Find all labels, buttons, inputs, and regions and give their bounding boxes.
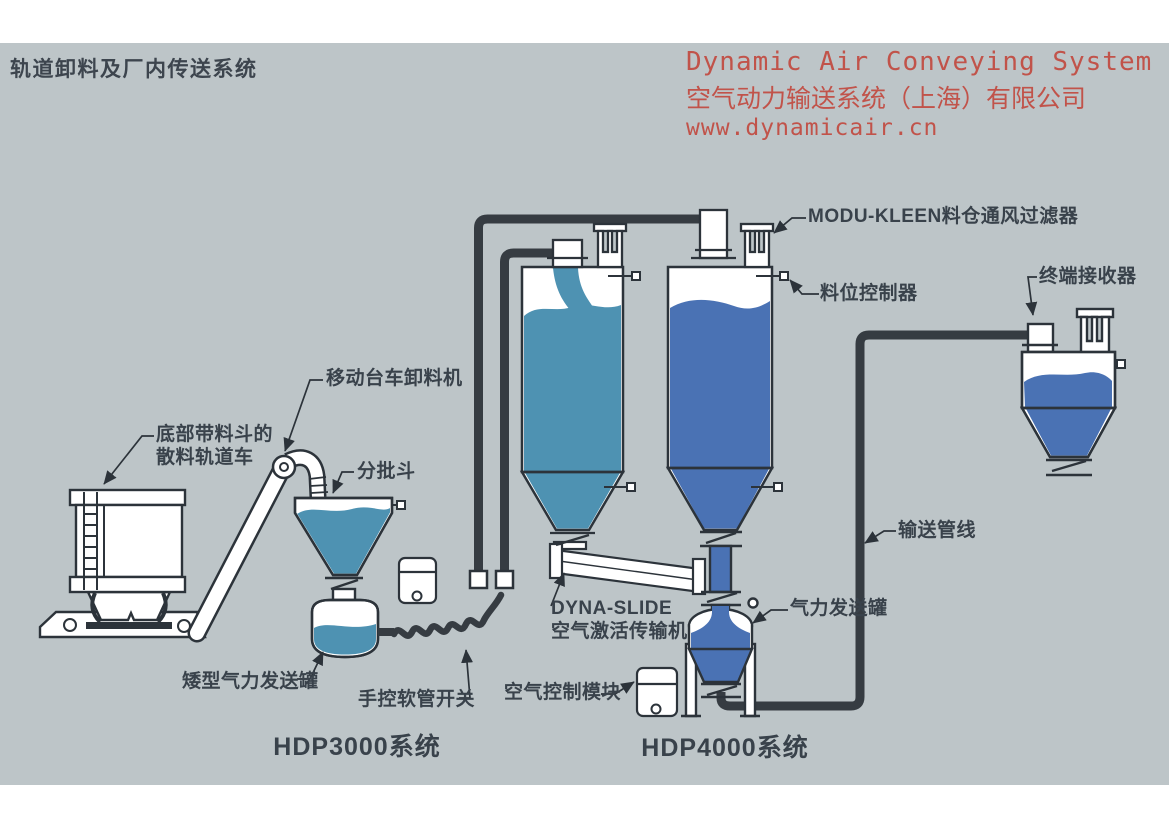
- label-air-control-module: 空气控制模块: [504, 682, 622, 703]
- brand-line-en: Dynamic Air Conveying System: [686, 47, 1153, 77]
- conveying-pipeline: [716, 330, 1027, 711]
- trolley-unloader-arm: [187, 449, 329, 643]
- label-hose-switch: 手控软管开关: [358, 689, 476, 710]
- label-level-controller: 料位控制器: [820, 283, 918, 304]
- label-dyna-slide: DYNA-SLIDE 空气激活传输机: [551, 598, 688, 642]
- label-pneumatic-transporter: 气力发送罐: [790, 598, 888, 619]
- rail-car: [38, 488, 207, 639]
- label-batch-hopper: 分批斗: [357, 461, 416, 482]
- terminal-receiver: [1019, 307, 1118, 477]
- label-hdp3000-system: HDP3000系统: [273, 733, 441, 761]
- storage-silo-left: [519, 222, 628, 547]
- pneumatic-transporter: [681, 597, 760, 718]
- hose-switch-pipes: [474, 214, 701, 574]
- low-profile-transporter: [310, 591, 505, 659]
- leader-lines: [103, 217, 1038, 699]
- brand-url: www.dynamicair.cn: [686, 115, 939, 141]
- page-title: 轨道卸料及厂内传送系统: [10, 58, 258, 81]
- label-bin-vent-filter: MODU-KLEEN料仓通风过滤器: [808, 206, 1079, 227]
- label-railcar: 底部带料斗的 散料轨道车: [156, 424, 274, 468]
- brand-line-cn: 空气动力输送系统（上海）有限公司: [686, 84, 1087, 113]
- storage-silo-right: [665, 208, 775, 532]
- dyna-slide-conveyor: [548, 540, 707, 596]
- batch-hopper: [293, 496, 394, 602]
- hose-switch-couplers: [468, 569, 515, 590]
- label-pipeline: 输送管线: [898, 520, 977, 541]
- label-unloader: 移动台车卸料机: [326, 368, 463, 389]
- label-low-transporter: 矮型气力发送罐: [182, 671, 319, 692]
- label-hdp4000-system: HDP4000系统: [641, 734, 809, 762]
- label-terminal-receiver: 终端接收器: [1039, 266, 1137, 287]
- air-control-modules: [397, 556, 679, 718]
